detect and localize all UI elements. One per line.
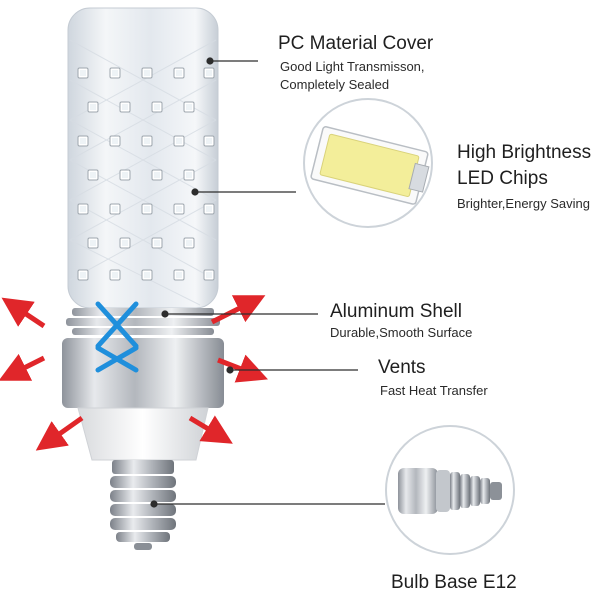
- led-chip-phosphor: [112, 206, 118, 212]
- led-chip-phosphor: [144, 206, 150, 212]
- led-chip-phosphor: [154, 104, 160, 110]
- cover-texture: [69, 39, 217, 306]
- led-chips-title-line1: High Brightness: [457, 142, 592, 163]
- aluminum-shell-title: Aluminum Shell: [330, 301, 462, 322]
- airflow-arrows: [95, 301, 139, 373]
- vents-sub: Fast Heat Transfer: [380, 383, 488, 398]
- led-chip-phosphor: [80, 206, 86, 212]
- led-chip-phosphor: [206, 272, 212, 278]
- led-chip-phosphor: [176, 272, 182, 278]
- led-chip-phosphor: [206, 138, 212, 144]
- led-chip-phosphor: [144, 70, 150, 76]
- led-chip-phosphor: [144, 272, 150, 278]
- led-chips-sub: Brighter,Energy Saving: [457, 196, 590, 211]
- led-chip-phosphor: [122, 172, 128, 178]
- pc-cover: [67, 7, 219, 309]
- led-chip-phosphor: [176, 70, 182, 76]
- led-chip-phosphor: [90, 104, 96, 110]
- aluminum-shell: [62, 338, 224, 408]
- led-chip-phosphor: [112, 70, 118, 76]
- bulb-base-closeup: [385, 425, 515, 555]
- heat-dissipation-arrows: [0, 295, 268, 451]
- led-chip-phosphor: [80, 70, 86, 76]
- pc-cover-line1: Good Light Transmisson,: [280, 59, 425, 74]
- led-chip-grid: [77, 67, 215, 281]
- led-chip-phosphor: [80, 272, 86, 278]
- aluminum-ring-2: [66, 318, 220, 326]
- led-chip-phosphor: [186, 240, 192, 246]
- aluminum-shell-sub: Durable,Smooth Surface: [330, 325, 473, 340]
- aluminum-ring-3: [72, 328, 214, 335]
- led-chip-phosphor: [154, 240, 160, 246]
- led-chip-phosphor: [112, 272, 118, 278]
- led-chip-phosphor: [144, 138, 150, 144]
- led-chip-closeup: [303, 98, 433, 228]
- led-chip-phosphor: [186, 104, 192, 110]
- vents-title: Vents: [378, 357, 426, 378]
- led-chip-phosphor: [122, 104, 128, 110]
- led-chip-phosphor: [90, 240, 96, 246]
- bulb-neck: [77, 407, 209, 461]
- led-chip-phosphor: [90, 172, 96, 178]
- led-bulb: [0, 7, 268, 550]
- led-chip-phosphor: [176, 206, 182, 212]
- led-chip-phosphor: [154, 172, 160, 178]
- aluminum-ring-top: [72, 308, 214, 316]
- pc-cover-line2: Completely Sealed: [280, 77, 390, 92]
- screw-base: [110, 460, 176, 550]
- led-chip-phosphor: [112, 138, 118, 144]
- led-chip-phosphor: [80, 138, 86, 144]
- led-chips-title-line2: LED Chips: [457, 168, 548, 189]
- led-chip-phosphor: [206, 206, 212, 212]
- bulb-base-title: Bulb Base E12: [391, 572, 517, 593]
- pc-cover-title: PC Material Cover: [278, 33, 434, 54]
- led-chip-phosphor: [186, 172, 192, 178]
- led-chip-phosphor: [206, 70, 212, 76]
- led-chip-phosphor: [176, 138, 182, 144]
- led-chip-phosphor: [122, 240, 128, 246]
- leader-lines: [150, 57, 385, 508]
